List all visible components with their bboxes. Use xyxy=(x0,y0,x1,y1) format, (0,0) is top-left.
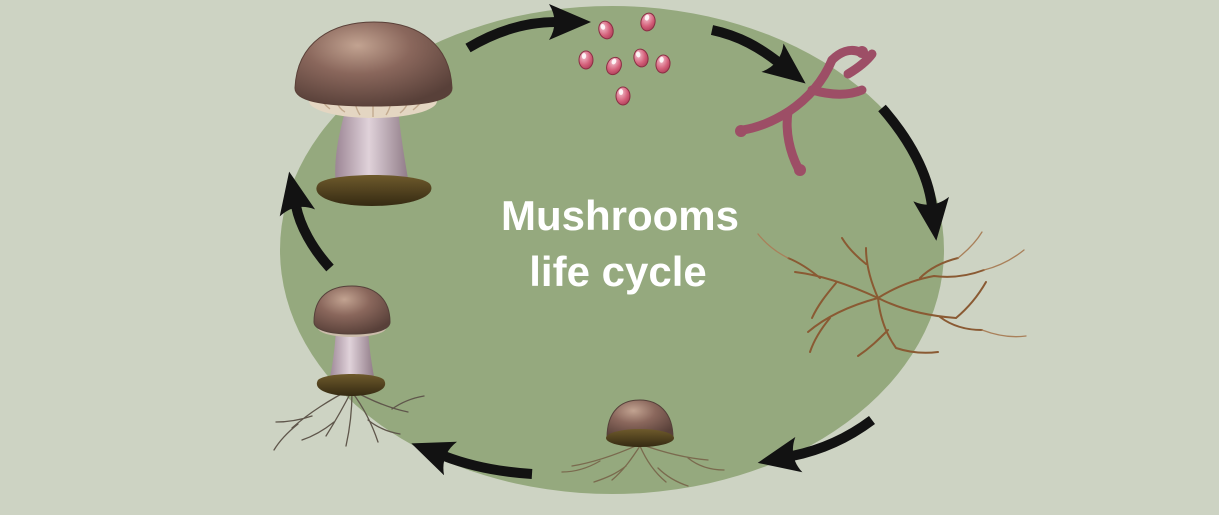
mycelium-wisps xyxy=(757,231,1027,338)
arrow-hyphae-to-mycelium xyxy=(878,104,949,241)
mature-mushroom-base xyxy=(316,175,432,206)
young-mushroom-cap xyxy=(313,285,391,335)
hypha-tip xyxy=(794,164,806,176)
mature-mushroom-icon xyxy=(294,21,453,206)
arrow-mycelium-to-primordium xyxy=(757,415,875,473)
cycle-arrows xyxy=(279,4,949,479)
mycelium-icon xyxy=(757,231,1027,357)
hypha-tip xyxy=(856,46,868,58)
mycelium-strand xyxy=(787,257,879,353)
mature-mushroom-stem xyxy=(335,100,410,190)
hypha-tip xyxy=(735,125,747,137)
spore xyxy=(606,56,622,76)
spore xyxy=(633,48,649,68)
young-mushroom-stem xyxy=(329,328,375,382)
spore xyxy=(598,20,614,40)
primordium-base xyxy=(606,429,674,447)
arrow-spores-to-hyphae xyxy=(710,25,806,84)
hypha-branch xyxy=(843,49,877,79)
arrow-mushroom-to-spores xyxy=(465,4,591,53)
young-mushroom-icon xyxy=(273,285,425,451)
spore xyxy=(615,86,631,106)
hypha-branch xyxy=(782,107,803,173)
diagram-title-line2: life cycle xyxy=(529,248,706,295)
spore xyxy=(640,12,656,32)
spores-icon xyxy=(578,12,671,106)
mycelium-strand xyxy=(841,237,985,299)
spore xyxy=(578,50,594,70)
hypha-branch xyxy=(807,85,867,99)
mature-mushroom-cap xyxy=(294,21,453,107)
diagram-title-line1: Mushrooms xyxy=(501,192,739,239)
cycle-ellipse xyxy=(280,6,944,494)
spore xyxy=(655,54,671,74)
primordium-icon xyxy=(561,399,725,487)
young-mushroom-roots xyxy=(273,387,425,451)
germinating-spores-icon xyxy=(735,45,877,176)
arrow-primordium-to-young xyxy=(411,441,533,479)
arrow-young-to-mature xyxy=(279,171,334,272)
mycelium-strand xyxy=(857,281,987,357)
primordium-cap xyxy=(606,399,674,439)
primordium-roots xyxy=(561,443,725,487)
young-mushroom-base xyxy=(316,374,386,396)
